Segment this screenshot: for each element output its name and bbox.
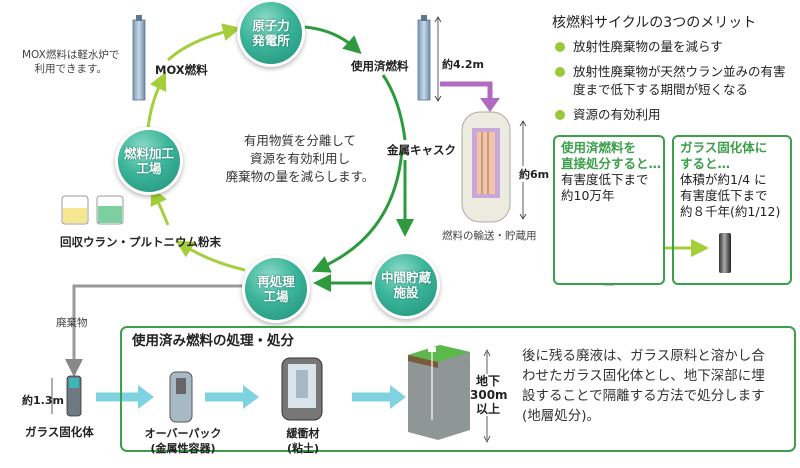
waste-label: 廃棄物	[56, 317, 88, 329]
bullet-icon	[555, 110, 565, 120]
metal-cask-icon	[461, 111, 511, 223]
mox-fuel-label: MOX燃料	[155, 63, 208, 77]
arrow-fabrication-to-mox	[146, 71, 167, 131]
disposal-description: 後に残る廃液は、ガラス原料と溶かし合 わせたガラス固化体とし、地下深部に埋 設す…	[522, 348, 765, 424]
arrow-reprocessing-to-powder	[175, 240, 246, 272]
merit-item: 放射性廃棄物が天然ウラン並みの有害 度まで低下する期間が短くなる	[555, 63, 800, 99]
merits-title: 核燃料サイクルの3つのメリット	[552, 15, 757, 31]
glass-body-label: ガラス固化体	[25, 425, 94, 439]
arrow-reprocessing-to-waste	[65, 284, 245, 377]
overpack-icon	[169, 371, 193, 423]
node-interim-storage[interactable]: 中間貯蔵 施設	[375, 254, 437, 316]
buffer-clay-icon	[281, 357, 323, 421]
direct-disposal-heading: 使用済燃料を 直接処分すると…	[561, 140, 662, 171]
cask-caption: 燃料の輸送・貯蔵用	[442, 230, 537, 242]
spent-fuel-label: 使用済燃料	[351, 59, 409, 73]
direct-disposal-box: 使用済燃料を 直接処分すると… 有害度低下まで 約10万年	[553, 135, 665, 285]
spent-fuel-rod-icon	[417, 15, 431, 101]
plutonium-powder-beaker-icon	[96, 195, 124, 225]
direct-disposal-body: 有害度低下まで 約10万年	[561, 172, 649, 203]
depth-label: 地下 300m 以上	[470, 374, 508, 416]
vitrified-canister-icon	[719, 233, 731, 273]
vitrified-heading: ガラス固化体に すると…	[680, 140, 768, 171]
mox-note: MOX燃料は軽水炉で 利用できます。	[22, 49, 120, 75]
uranium-powder-beaker-icon	[61, 195, 89, 225]
cycle-center-text: 有用物質を分離して 資源を有効利用し 廃棄物の量を減らします。	[225, 133, 375, 184]
vitrified-box: ガラス固化体に すると… 体積が約1/4 に 有害度低下まで 約８千年(約1/1…	[672, 135, 792, 285]
arrow-plant-to-spent	[304, 25, 362, 55]
buffer-label: 緩衝材 (粘土)	[286, 427, 320, 455]
bullet-icon	[555, 67, 565, 77]
geological-disposal-icon	[408, 345, 470, 440]
overpack-label: オーバーパック (金属性容器)	[144, 427, 222, 455]
metal-cask-label: 金属キャスク	[387, 143, 456, 157]
node-nuclear-power-plant[interactable]: 原子力 発電所	[240, 2, 302, 64]
arrow-cask-to-reprocessing	[311, 149, 404, 273]
node-reprocessing-plant[interactable]: 再処理 工場	[245, 258, 307, 320]
merits-list: 放射性廃棄物の量を減らす 放射性廃棄物が天然ウラン並みの有害 度まで低下する期間…	[555, 38, 800, 131]
merit-item: 放射性廃棄物の量を減らす	[555, 38, 800, 56]
glass-body-height: 約1.3m	[22, 394, 64, 407]
disposal-title: 使用済み燃料の処理・処分	[132, 333, 294, 349]
vitrified-body: 体積が約1/4 に 有害度低下まで 約８千年(約1/12)	[680, 172, 781, 219]
glass-body-icon	[66, 375, 82, 417]
recovered-powder-label: 回収ウラン・プルトニウム粉末	[60, 235, 221, 249]
arrow-spent-to-cask-purple	[440, 81, 493, 100]
arrow-spent-to-cask	[381, 74, 407, 141]
node-fuel-fabrication-plant[interactable]: 燃料加工 工場	[118, 130, 180, 192]
cask-height: 約6m	[519, 166, 550, 182]
merit-item: 資源の有効利用	[555, 106, 800, 124]
mox-fuel-rod-icon	[132, 15, 146, 101]
bullet-icon	[555, 42, 565, 52]
arrow-powder-to-fabrication	[150, 186, 170, 226]
arrow-mox-to-plant	[166, 23, 241, 62]
spent-fuel-height: 約4.2m	[442, 58, 484, 71]
disposal-section	[120, 326, 796, 452]
